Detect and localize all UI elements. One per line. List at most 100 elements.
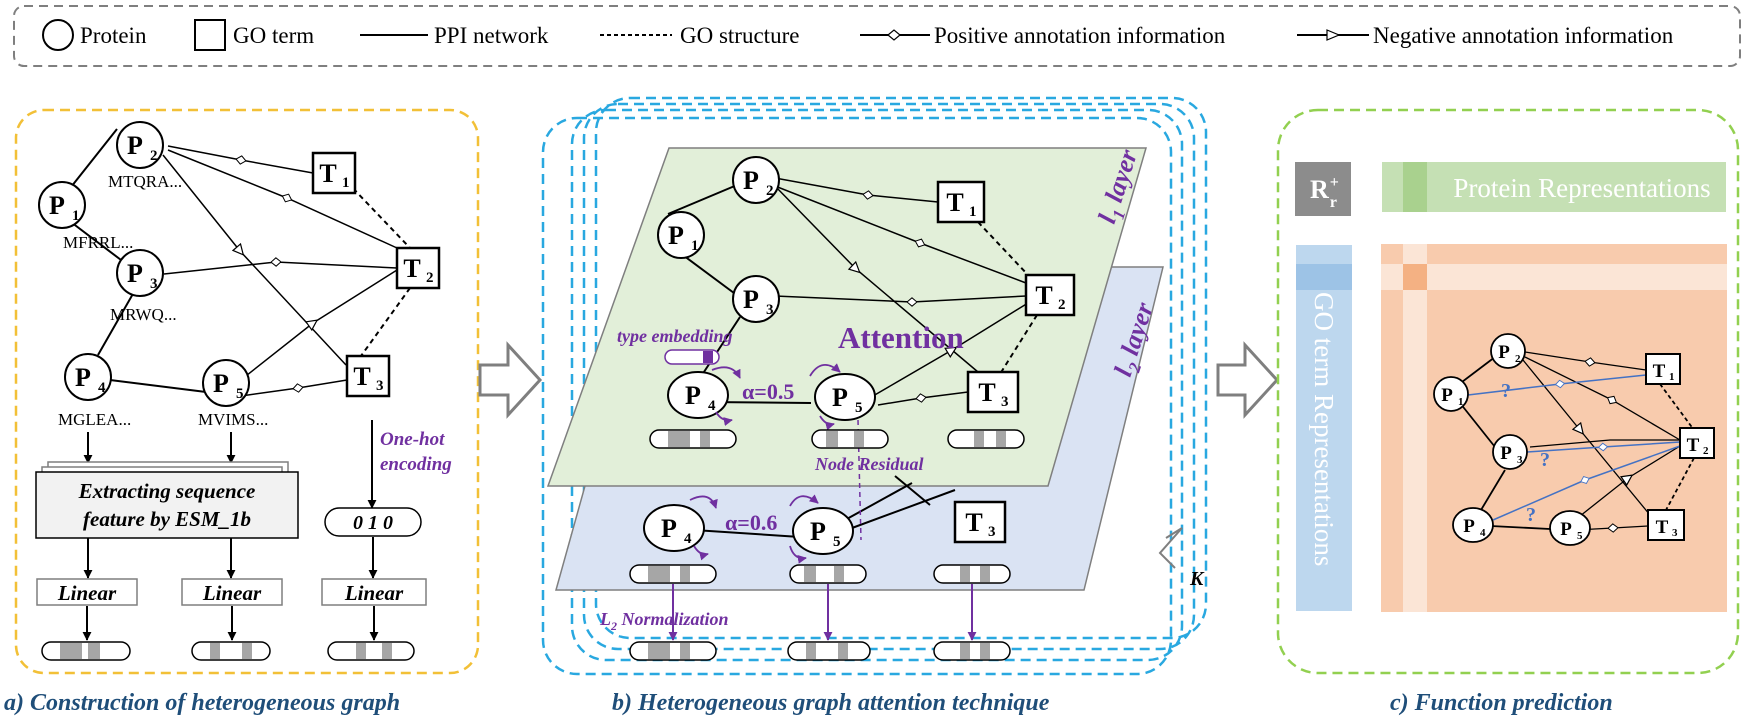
svg-text:2: 2	[766, 183, 774, 199]
vector-a2	[191, 641, 271, 661]
layer-1-vector-2	[811, 429, 889, 449]
mini-graph-negative-edges	[1522, 359, 1681, 521]
attention-arc-3	[715, 411, 733, 426]
p5-sequence: MVIMS...	[198, 410, 268, 429]
svg-text:P: P	[743, 166, 759, 195]
panel-a-caption: a) Construction of heterogeneous graph	[4, 690, 400, 716]
p2-label: P	[127, 131, 143, 160]
linear-2-label: Linear	[202, 581, 262, 605]
one-hot-vector	[324, 507, 422, 537]
layer-1-protein-p5: P 5	[814, 373, 876, 421]
linear-box-2: Linear	[181, 578, 283, 606]
layer-1-protein-p1: P 1	[657, 211, 705, 259]
svg-text:T: T	[1653, 361, 1666, 382]
panel-b-caption: b) Heterogeneous graph attention techniq…	[612, 690, 1050, 716]
score-matrix-row-highlight	[1381, 264, 1727, 290]
mini-term-t2: T 2	[1679, 427, 1715, 459]
mini-graph-ppi-edges	[1457, 356, 1551, 530]
question-mark-3: ?	[1526, 504, 1536, 526]
svg-text:P: P	[1441, 385, 1453, 406]
vector-a3	[327, 641, 415, 661]
go-repr-highlight	[1296, 264, 1352, 290]
panel-a-positive-edges	[163, 145, 398, 397]
t1-label: T	[319, 159, 336, 188]
protein-repr-highlight	[1403, 162, 1427, 212]
svg-text:1: 1	[1458, 396, 1464, 408]
go-term-legend-icon	[194, 19, 226, 51]
mini-protein-p5: P 5	[1549, 510, 1591, 546]
k-bracket	[1158, 527, 1183, 569]
alpha-1-label: α=0.5	[742, 379, 794, 404]
one-hot-label-1: One-hot	[380, 429, 445, 450]
svg-text:P: P	[832, 383, 848, 412]
layer-1-protein-p2: P 2	[732, 156, 780, 204]
attention-arc-8	[693, 545, 709, 561]
panel-a-term-t2: T 2	[395, 246, 441, 290]
l2-normalization-label: L2 Normalization	[599, 609, 729, 633]
svg-text:4: 4	[684, 531, 692, 547]
layer-1-positive-edges	[774, 177, 1027, 406]
svg-text:P: P	[810, 517, 826, 546]
panel-a-protein-p2: P 2	[116, 121, 164, 169]
svg-text:5: 5	[855, 400, 863, 416]
linear-3-label: Linear	[344, 581, 404, 605]
svg-text:1: 1	[969, 204, 977, 220]
panel-a: P 2 P 1 P 3 P 4 P 5 MTQRA... MFRRL... MR…	[4, 108, 480, 716]
t2-label: T	[403, 254, 420, 283]
mini-protein-p4: P 4	[1452, 507, 1494, 543]
legend-go-term: GO term	[233, 23, 314, 48]
p5-index: 5	[236, 386, 244, 402]
score-matrix-column-highlight	[1403, 244, 1427, 612]
type-embedding-vector	[664, 349, 720, 365]
question-mark-2: ?	[1540, 449, 1550, 471]
mini-term-t3: T 3	[1647, 509, 1685, 541]
attention-arc-4	[819, 415, 835, 431]
svg-text:P: P	[668, 221, 684, 250]
score-matrix-cell-highlight	[1403, 264, 1427, 290]
k-label: K	[1189, 568, 1205, 590]
svg-text:5: 5	[833, 534, 841, 550]
panel-c-border	[1276, 108, 1740, 675]
svg-text:3: 3	[988, 524, 996, 540]
panel-a-border	[14, 108, 480, 675]
p4-label: P	[75, 363, 91, 392]
layer-2-term-t3: T 3	[953, 500, 1007, 544]
p3-index: 3	[150, 276, 158, 292]
layer-2-protein-p5: P 5	[792, 507, 854, 555]
t3-index: 3	[376, 378, 384, 394]
legend-ppi: PPI network	[434, 23, 549, 48]
p1-label: P	[49, 191, 65, 220]
t2-index: 2	[426, 270, 434, 286]
arrow-b-to-c	[1216, 341, 1280, 419]
go-repr-label: GO term Representations	[1309, 292, 1339, 566]
panel-b-stacked-borders	[541, 96, 1208, 676]
layer-2-vector-3	[933, 564, 1011, 584]
p5-label: P	[213, 369, 229, 398]
question-mark-1: ?	[1501, 380, 1511, 402]
linear-box-1: Linear	[36, 578, 138, 606]
panel-a-protein-p5: P 5	[202, 359, 250, 407]
layer-2-protein-p4: P 4	[643, 504, 705, 552]
layer-1-protein-p4: P 4	[667, 371, 729, 419]
layer-1-term-t1: T 1	[936, 180, 986, 224]
esm-text-2: feature by ESM_1b	[83, 507, 251, 531]
p4-sequence: MGLEA...	[58, 410, 131, 429]
one-hot-label-2: encoding	[380, 454, 452, 475]
mini-graph-go-structure	[1659, 383, 1695, 511]
svg-text:P: P	[661, 514, 677, 543]
svg-text:P: P	[743, 285, 759, 314]
arrow-a-to-b	[478, 341, 543, 419]
svg-text:1: 1	[691, 238, 699, 254]
mini-graph-predicted-edges	[1467, 374, 1681, 521]
svg-text:3: 3	[1672, 527, 1678, 539]
score-matrix	[1381, 244, 1727, 612]
layer-1-protein-p3: P 3	[732, 275, 780, 323]
svg-text:T: T	[1656, 517, 1669, 538]
p1-sequence: MFRRL...	[63, 233, 133, 252]
svg-text:T: T	[965, 508, 982, 537]
panel-a-protein-p4: P 4	[64, 353, 112, 401]
alpha-2-label: α=0.6	[725, 510, 777, 535]
esm-text-1: Extracting sequence	[78, 479, 256, 503]
p2-index: 2	[150, 148, 158, 164]
panel-a-term-t1: T 1	[311, 151, 357, 195]
